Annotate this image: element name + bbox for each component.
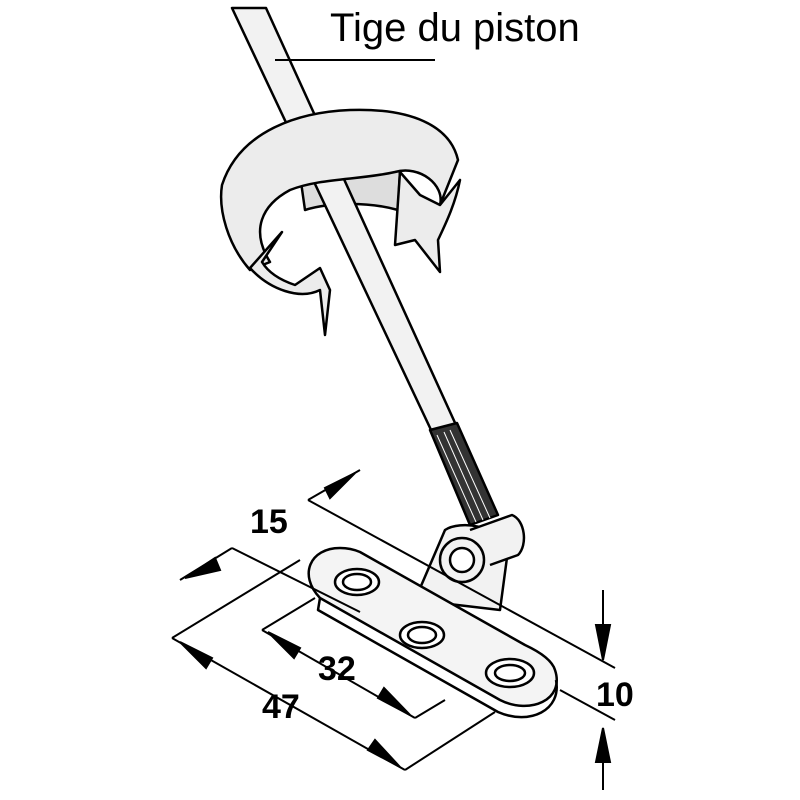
dimension-15: 15 bbox=[250, 503, 288, 541]
dimension-arrow-icon bbox=[366, 738, 401, 768]
knurl-lines bbox=[436, 429, 491, 523]
rotation-band-front bbox=[219, 108, 460, 272]
mounting-hole-2-inner bbox=[406, 625, 438, 645]
mounting-hole-1-inner bbox=[341, 572, 373, 592]
dimension-47: 47 bbox=[262, 688, 300, 726]
rotation-arrow-left-icon bbox=[248, 230, 332, 337]
dimension-32: 32 bbox=[318, 650, 356, 688]
dimension-arrow-icon bbox=[594, 624, 612, 661]
dimension-lines bbox=[171, 469, 616, 790]
rotation-arrow-right-icon bbox=[393, 170, 462, 274]
dimension-arrow-icon bbox=[179, 641, 214, 670]
hinge-eye-hole bbox=[448, 546, 476, 574]
mounting-hole-3-inner bbox=[493, 663, 527, 683]
dimension-arrow-icon bbox=[184, 556, 222, 579]
rod-label: Tige du piston bbox=[330, 6, 580, 50]
dimension-10: 10 bbox=[596, 676, 634, 714]
base-plate-edge bbox=[316, 597, 558, 719]
dimension-arrow-icon bbox=[267, 631, 302, 660]
rod-knurled-section bbox=[428, 421, 500, 527]
dimension-arrow-icon bbox=[594, 727, 612, 763]
dimension-arrow-icon bbox=[376, 686, 411, 716]
dimension-arrow-icon bbox=[323, 472, 356, 500]
